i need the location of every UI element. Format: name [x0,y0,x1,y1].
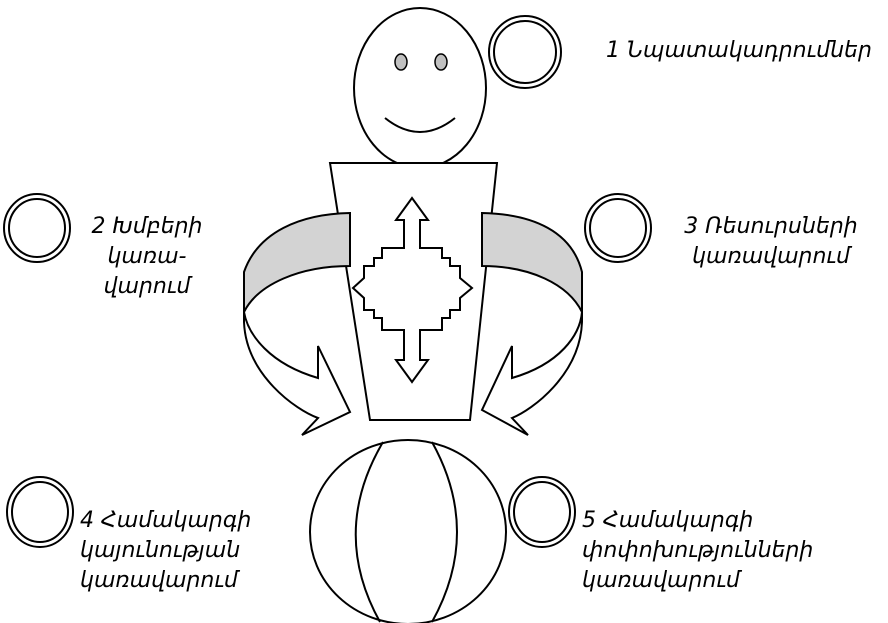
label-2-line-2: կառա- [107,244,187,269]
sphere-meridian-right [431,441,458,623]
label-5-line-1: 5 Համակարգի [582,508,754,533]
ring-5 [508,476,576,548]
label-3-line-2: կառավարում [692,244,850,269]
label-goal-setting: 1 Նպատակադրումներ [606,36,872,66]
sphere-outline [309,439,507,623]
label-2-line-1: 2 Խմբերի [91,214,203,239]
left-eye [394,53,408,71]
sphere-meridian-left [354,441,384,623]
right-arrow-body [480,311,583,436]
smile [384,117,456,133]
left-arrow-body [243,311,352,436]
label-5-line-3: կառավարում [582,568,740,593]
four-way-arrow [351,196,474,384]
label-change-management: 5 Համակարգի փոփոխությունների կառավարում [582,506,813,596]
left-band-grey [243,211,351,313]
ring-2 [3,193,71,263]
sphere-base [309,439,507,623]
ring-4 [6,476,74,548]
right-eye [434,53,448,71]
label-3-line-1: 3 Ռեսուրսների [684,214,858,239]
label-resource-management: 3 Ռեսուրսների կառավարում [666,212,876,272]
label-1-line-1: 1 Նպատակադրումներ [606,38,872,63]
label-4-line-3: կառավարում [80,568,238,593]
label-group-management: 2 Խմբերի կառա- վարում [82,212,212,302]
left-curved-arrow [243,211,352,436]
label-stability-management: 4 Համակարգի կայունության կառավարում [80,506,251,596]
head-circle [353,7,487,169]
right-band-grey [481,211,583,313]
label-5-line-2: փոփոխությունների [582,538,814,563]
ring-3 [584,193,652,263]
label-2-line-3: վարում [103,274,191,299]
label-4-line-1: 4 Համակարգի [80,508,252,533]
smiley-head [353,7,487,169]
ring-1 [488,15,562,89]
right-curved-arrow [480,211,583,436]
label-4-line-2: կայունության [80,538,241,563]
